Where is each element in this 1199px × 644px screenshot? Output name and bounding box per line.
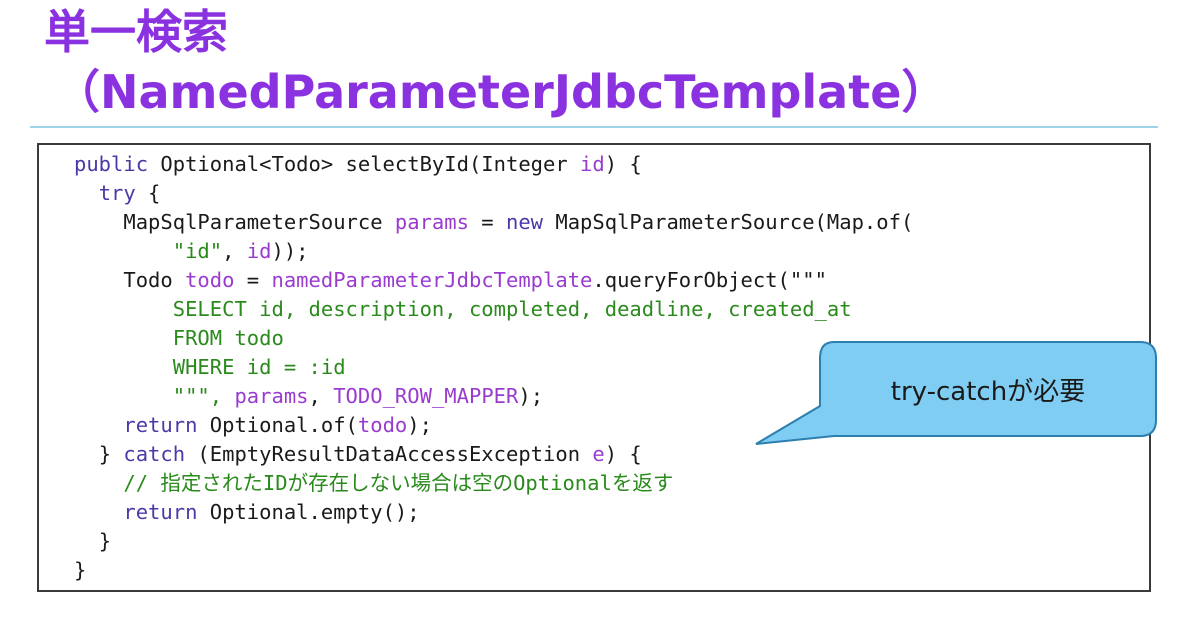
code-line-7: FROM todo — [74, 324, 913, 353]
slide-title: 単一検索 （NamedParameterJdbcTemplate） — [44, 2, 947, 122]
code-string: FROM todo — [172, 326, 284, 350]
code-keyword: public — [74, 152, 149, 176]
code-text: MapSqlParameterSource — [123, 210, 395, 234]
code-keyword: catch — [123, 442, 186, 466]
slide-title-line1: 単一検索 — [44, 5, 228, 59]
code-text: Todo — [123, 268, 186, 292]
code-text: ) { — [604, 442, 642, 466]
code-text: ); — [518, 384, 544, 408]
code-keyword: new — [506, 210, 544, 234]
code-variable: todo — [185, 268, 235, 292]
code-line-4: "id", id)); — [74, 237, 913, 266]
code-line-12: // 指定されたIDが存在しない場合は空のOptionalを返す — [74, 469, 913, 498]
code-variable: id — [580, 152, 605, 176]
code-line-9: """, params, TODO_ROW_MAPPER); — [74, 382, 913, 411]
code-keyword: try — [98, 181, 136, 205]
code-text: ); — [407, 413, 432, 437]
code-block: public Optional<Todo> selectById(Integer… — [74, 150, 913, 585]
title-divider — [30, 126, 1158, 128]
code-variable: params — [394, 210, 469, 234]
code-text: { — [135, 181, 161, 205]
code-text: Optional<Todo> selectById(Integer — [148, 152, 581, 176]
callout-text: try-catchが必要 — [890, 376, 1086, 407]
code-variable: e — [592, 442, 605, 466]
code-line-3: MapSqlParameterSource params = new MapSq… — [74, 208, 913, 237]
code-line-11: } catch (EmptyResultDataAccessException … — [74, 440, 913, 469]
code-variable: id — [246, 239, 272, 263]
code-text: = — [468, 210, 506, 234]
code-string: WHERE id = :id — [172, 355, 346, 379]
code-text: Optional.empty(); — [197, 500, 420, 524]
code-keyword: return — [123, 413, 198, 437]
code-text: (EmptyResultDataAccessException — [185, 442, 593, 466]
code-variable: namedParameterJdbcTemplate — [271, 268, 593, 292]
code-line-10: return Optional.of(todo); — [74, 411, 913, 440]
code-line-8: WHERE id = :id — [74, 353, 913, 382]
code-text: )); — [271, 239, 309, 263]
code-text: MapSqlParameterSource(Map.of( — [543, 210, 914, 234]
code-text: , — [222, 239, 247, 263]
code-line-2: try { — [74, 179, 913, 208]
code-keyword: return — [123, 500, 198, 524]
code-variable: params — [234, 384, 309, 408]
code-text: Optional.of( — [197, 413, 358, 437]
code-text: } — [74, 558, 87, 582]
code-variable: todo — [357, 413, 408, 437]
code-string: SELECT id, description, completed, deadl… — [172, 297, 852, 321]
code-text: } — [98, 529, 112, 553]
code-line-6: SELECT id, description, completed, deadl… — [74, 295, 913, 324]
code-string: """, — [172, 384, 235, 408]
code-text: , — [308, 384, 334, 408]
slide-title-line2: （NamedParameterJdbcTemplate） — [54, 65, 948, 119]
code-text: } — [98, 442, 124, 466]
code-text: = — [234, 268, 272, 292]
code-variable: TODO_ROW_MAPPER — [333, 384, 519, 408]
code-text: ) { — [604, 152, 642, 176]
code-text: .queryForObject(""" — [592, 268, 827, 292]
code-line-14: } — [74, 527, 913, 556]
code-line-1: public Optional<Todo> selectById(Integer… — [74, 150, 913, 179]
code-line-5: Todo todo = namedParameterJdbcTemplate.q… — [74, 266, 913, 295]
code-line-13: return Optional.empty(); — [74, 498, 913, 527]
code-comment: // 指定されたIDが存在しない場合は空のOptionalを返す — [123, 471, 674, 495]
code-string: "id" — [172, 239, 223, 263]
code-line-15: } — [74, 556, 913, 585]
